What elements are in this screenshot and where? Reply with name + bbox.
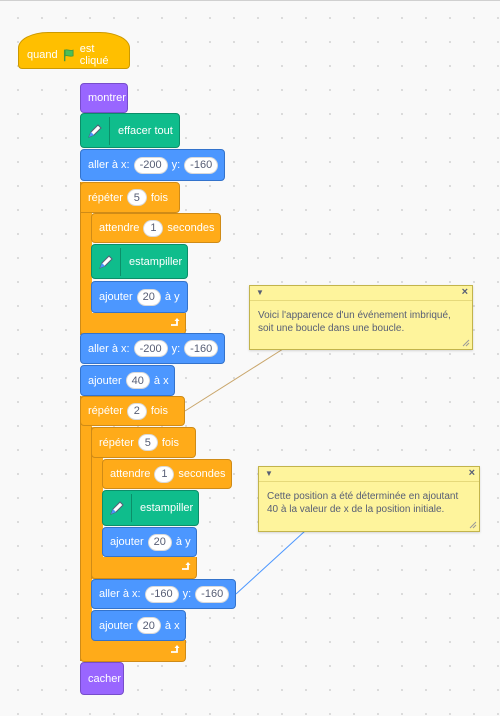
repeat-footer-3 [91,557,197,579]
wait-block-2[interactable]: attendre 1 secondes [102,459,232,489]
goto-y-label: y: [171,342,181,355]
stamp-label: estampiller [129,255,183,268]
repeat-count-input[interactable]: 5 [137,434,158,451]
repeat-label: répéter [99,436,134,449]
hat-label-pre: quand [27,48,58,61]
goto-label: aller à x: [99,588,141,600]
goto-x-input[interactable]: -200 [133,340,168,357]
resize-handle-icon[interactable] [462,339,470,347]
change-label: ajouter [99,291,133,303]
wait-suffix: secondes [178,468,226,480]
hide-block[interactable]: cacher [80,662,124,695]
wait-block-1[interactable]: attendre 1 secondes [91,213,221,243]
show-block[interactable]: montrer [80,83,128,113]
wait-value-input[interactable]: 1 [154,465,175,483]
repeat-footer-2 [80,640,186,662]
change-y-block-1[interactable]: ajouter 20 à y [91,281,188,313]
change-suffix: à y [175,536,191,548]
repeat-suffix: fois [150,405,168,417]
close-icon[interactable]: × [468,467,475,479]
comment-note-1[interactable]: ▼ × Voici l'apparence d'un événement imb… [249,285,473,350]
hide-label: cacher [88,672,122,685]
change-x-block-2[interactable]: ajouter 20 à x [91,610,186,641]
repeat-footer-1 [80,313,186,335]
loop-arrow-icon [182,562,191,570]
goto-xy-block-3[interactable]: aller à x: -160 y: -160 [91,579,236,609]
change-y-block-2[interactable]: ajouter 20 à y [102,527,197,557]
clear-label: effacer tout [118,124,173,137]
change-value-input[interactable]: 40 [125,372,150,389]
repeat-header-1[interactable]: répéter 5 fois [80,182,180,213]
change-suffix: à x [164,619,180,632]
green-flag-icon [63,48,74,61]
repeat-suffix: fois [150,191,168,204]
comment-note-2[interactable]: ▼ × Cette position a été déterminée en a… [258,466,480,532]
goto-y-input[interactable]: -160 [184,340,219,357]
wait-value-input[interactable]: 1 [143,219,164,237]
loop-arrow-icon [171,318,180,326]
clear-block[interactable]: effacer tout [80,113,180,148]
change-x-block-1[interactable]: ajouter 40 à x [80,365,175,396]
wait-label: attendre [99,222,140,234]
repeat-header-2[interactable]: répéter 2 fois [80,396,185,426]
stamp-block-1[interactable]: estampiller [91,244,188,279]
pen-icon [103,494,132,522]
goto-label: aller à x: [88,159,130,171]
comment-text[interactable]: Cette position a été déterminée en ajout… [267,491,459,515]
repeat-label: répéter [88,191,123,204]
comment-header[interactable]: ▼ × [250,286,472,301]
goto-y-label: y: [171,159,181,171]
comment-header[interactable]: ▼ × [259,467,479,482]
goto-y-label: y: [182,588,192,600]
repeat-block-1[interactable] [80,182,92,335]
goto-y-input[interactable]: -160 [195,585,230,603]
repeat-block-2[interactable] [80,396,92,661]
stamp-label: estampiller [140,502,194,514]
repeat-block-3[interactable] [91,427,103,579]
change-suffix: à y [164,291,180,303]
collapse-arrow-icon[interactable]: ▼ [256,288,264,297]
goto-y-input[interactable]: -160 [184,156,219,174]
when-flag-clicked-block[interactable]: quand est cliqué [18,32,130,69]
goto-x-input[interactable]: -160 [144,585,179,603]
show-label: montrer [88,92,126,104]
comment-text[interactable]: Voici l'apparence d'un événement imbriqu… [258,310,451,334]
pen-icon [92,247,121,276]
close-icon[interactable]: × [461,286,468,298]
repeat-label: répéter [88,405,123,417]
comment-connector-2 [235,530,306,595]
repeat-header-3[interactable]: répéter 5 fois [91,427,196,458]
stamp-block-2[interactable]: estampiller [102,490,199,526]
goto-x-input[interactable]: -200 [133,156,168,174]
repeat-suffix: fois [161,436,179,449]
change-suffix: à x [153,374,169,387]
repeat-count-input[interactable]: 5 [126,189,147,206]
loop-arrow-icon [171,645,180,653]
goto-label: aller à x: [88,342,130,355]
wait-label: attendre [110,468,151,480]
goto-xy-block-2[interactable]: aller à x: -200 y: -160 [80,333,225,364]
resize-handle-icon[interactable] [469,521,477,529]
change-value-input[interactable]: 20 [136,288,161,306]
change-value-input[interactable]: 20 [136,617,161,634]
hat-label-post: est cliqué [79,42,109,67]
repeat-count-input[interactable]: 2 [126,402,147,420]
pen-icon [81,116,110,145]
change-value-input[interactable]: 20 [147,533,172,551]
change-label: ajouter [99,619,133,632]
change-label: ajouter [88,374,122,387]
wait-suffix: secondes [167,222,215,234]
change-label: ajouter [110,536,144,548]
collapse-arrow-icon[interactable]: ▼ [265,469,273,478]
goto-xy-block-1[interactable]: aller à x: -200 y: -160 [80,149,225,181]
